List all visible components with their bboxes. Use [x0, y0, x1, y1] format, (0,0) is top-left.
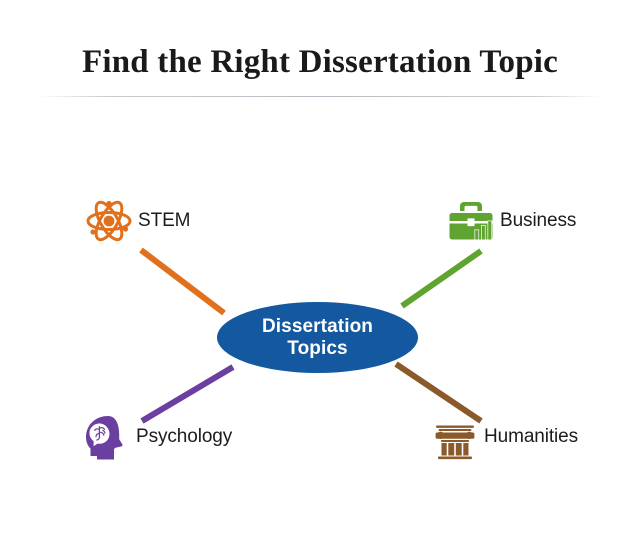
page-title: Find the Right Dissertation Topic: [82, 44, 558, 80]
branch-label-psychology: Psychology: [136, 426, 233, 447]
branch-label-stem: STEM: [138, 210, 191, 231]
branch-node-business[interactable]: Business: [446, 196, 576, 246]
briefcase-chart-icon: [446, 196, 496, 246]
branch-node-stem[interactable]: STEM: [84, 196, 190, 246]
connector-business: [400, 248, 483, 309]
branch-node-psychology[interactable]: Psychology: [82, 412, 232, 462]
title-divider: [38, 96, 602, 97]
branch-label-humanities: Humanities: [484, 426, 579, 447]
connector-humanities: [394, 361, 483, 424]
title-block: Find the Right Dissertation Topic: [0, 44, 640, 80]
head-brain-icon: [82, 412, 132, 462]
atom-icon: [84, 196, 134, 246]
branch-label-business: Business: [500, 210, 577, 231]
center-node-label: Dissertation Topics: [261, 316, 373, 359]
ionic-column-icon: [430, 412, 480, 462]
connector-stem: [139, 247, 226, 316]
connector-psychology: [140, 364, 235, 424]
center-node-dissertation-topics[interactable]: Dissertation Topics: [217, 302, 418, 373]
branch-node-humanities[interactable]: Humanities: [430, 412, 578, 462]
